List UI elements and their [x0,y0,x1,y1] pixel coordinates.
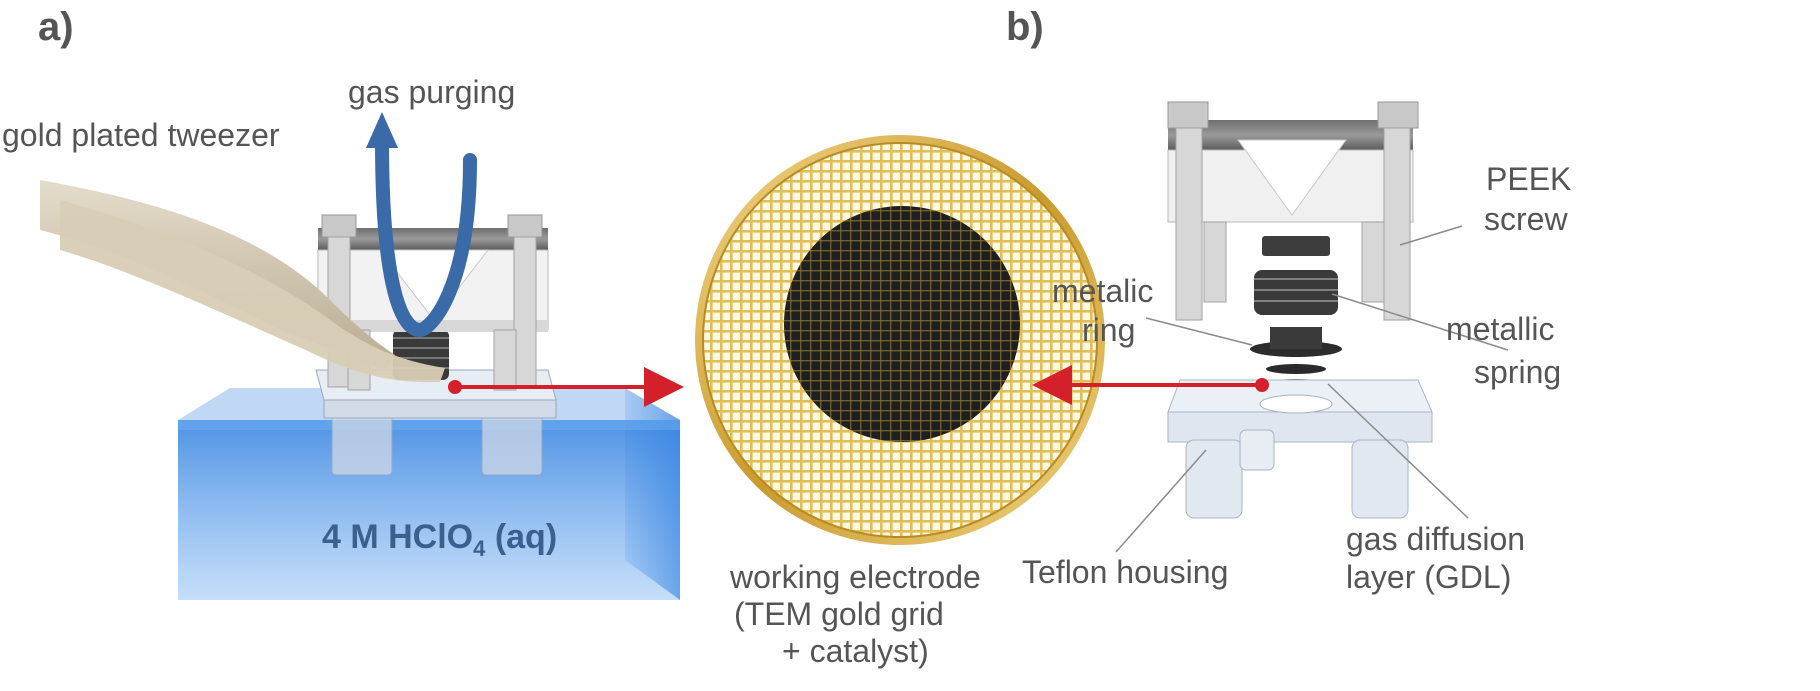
teflon-label: Teflon housing [1022,554,1228,590]
electrolyte-label: 4 M HClO4 (aq) [322,518,557,561]
red-arrow-left [1032,365,1269,405]
red-arrow-right [448,367,684,407]
peek-label-line1: PEEK [1486,161,1571,197]
panel-a-label: a) [38,5,74,49]
metalic-ring-label-line1: metalic [1052,273,1153,309]
gdl-label-line1: gas diffusion [1346,521,1525,557]
tweezer-label: gold plated tweezer [2,117,280,153]
working-electrode-line1: working electrode [729,559,981,595]
cell-assembly-b [1167,101,1433,519]
catalyst-spot [784,206,1020,442]
working-electrode-line2: (TEM gold grid [734,596,944,632]
working-electrode-line3: + catalyst) [782,633,929,669]
spring-b [1254,270,1338,315]
tem-gold-grid [695,135,1105,545]
gas-purging-label: gas purging [348,74,515,110]
metalic-ring-label-line2: ring [1082,312,1135,348]
peek-label-line2: screw [1484,201,1568,237]
gas-purging-arrow [366,112,477,338]
panel-b-label: b) [1006,5,1044,49]
tweezer-illustration [40,180,445,383]
metallic-spring-label-line2: spring [1474,354,1561,390]
leader-lines [1115,225,1509,553]
metallic-spring-label-line1: metallic [1446,311,1554,347]
gdl-label-line2: layer (GDL) [1346,559,1511,595]
electrolyte-tank [178,388,680,600]
